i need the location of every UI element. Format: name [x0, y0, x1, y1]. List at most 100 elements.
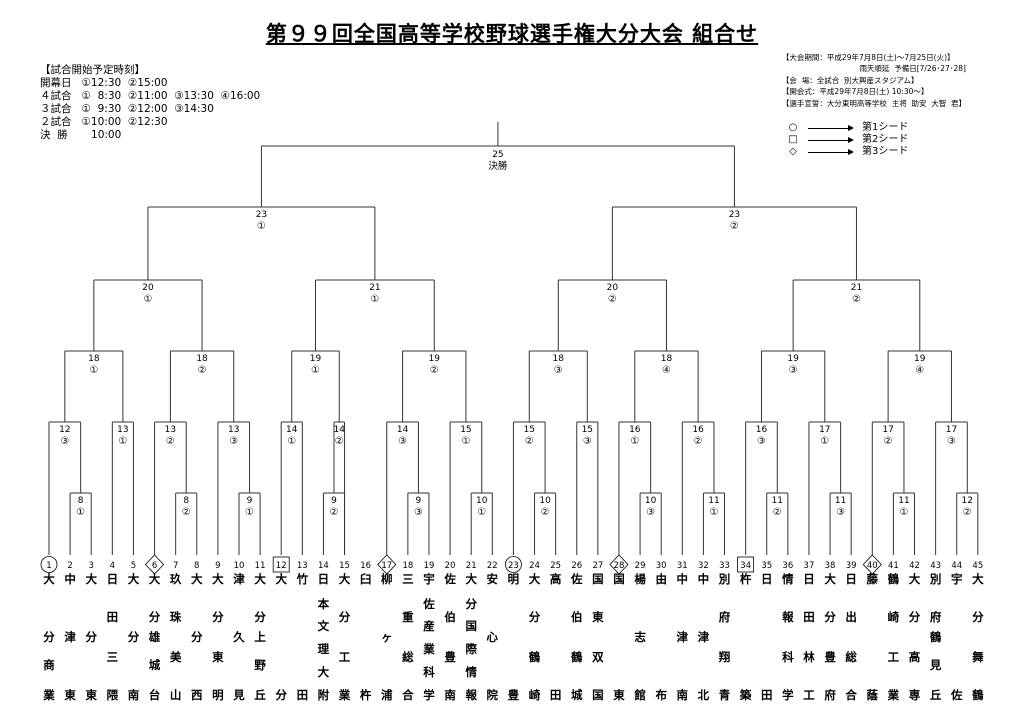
match-number: 25	[492, 150, 503, 160]
team-name-char: 杵	[740, 572, 752, 586]
team-number: 17	[381, 561, 392, 571]
team-name-char: 豊	[824, 650, 836, 664]
team-number: 39	[846, 561, 857, 571]
final-label: 決勝	[488, 160, 508, 172]
team-name-char: 藤	[867, 572, 879, 586]
match-number: 11	[835, 496, 846, 506]
team-name-char: 高	[909, 650, 921, 664]
team-number: 35	[761, 561, 772, 571]
team-name-char: 際	[465, 642, 477, 656]
match-number: 15	[582, 425, 593, 435]
team-name-char: 久	[232, 630, 245, 644]
info-period: 【大会期間：平成29年7月8日(土)～7月25日(火)】	[781, 53, 955, 62]
team-name-char: 山	[170, 688, 182, 702]
match-slot: ③	[414, 507, 423, 518]
match-number: 14	[286, 425, 298, 435]
team-name-char: 東	[613, 688, 625, 702]
diamond-seed-icon: ◇	[789, 146, 797, 157]
match-number: 23	[256, 210, 267, 220]
team-name-char: 柳	[381, 572, 393, 586]
team-name-char: 三	[402, 572, 414, 586]
match-slot: ①	[257, 221, 266, 232]
team-number: 20	[445, 561, 456, 571]
legend-label: 第2シード	[862, 134, 909, 145]
team-name-char: 業	[42, 688, 55, 702]
team-name-char: 総	[402, 650, 414, 664]
team-name-char: 東	[212, 650, 224, 664]
team-name-char: 本	[318, 597, 330, 611]
match-number: 17	[819, 425, 830, 435]
team-number: 45	[972, 561, 983, 571]
team-name-char: 合	[845, 688, 857, 702]
match-slot: ③	[398, 436, 407, 447]
team-number: 21	[466, 561, 477, 571]
match-number: 18	[553, 354, 565, 364]
match-number: 18	[661, 354, 673, 364]
team-number: 31	[677, 561, 688, 571]
match-slot: ④	[915, 365, 924, 376]
team-number: 19	[424, 561, 435, 571]
team-name-char: 国	[465, 619, 477, 633]
match-number: 20	[142, 283, 154, 293]
team-number: 13	[297, 561, 308, 571]
team-name-char: 築	[739, 688, 752, 702]
team-name-char: 分	[824, 610, 836, 624]
team-name-char: 国	[592, 572, 604, 586]
match-slot: ①	[477, 507, 486, 518]
match-slot: ②	[166, 436, 175, 447]
team-number: 8	[194, 561, 199, 571]
match-slot: ②	[330, 507, 339, 518]
team-name-char: 大	[191, 572, 203, 586]
arrow-right-icon	[806, 122, 856, 134]
match-slot: ④	[662, 365, 671, 376]
legend-item: □ 第2シード	[786, 134, 908, 146]
team-name-char: 鶴	[888, 572, 900, 586]
team-name-char: 鶴	[972, 688, 984, 702]
team-name-char: 情	[781, 572, 794, 586]
team-name-char: 府	[930, 610, 942, 624]
team-number: 26	[571, 561, 582, 571]
team-name-char: 大	[909, 572, 921, 586]
match-slot: ②	[963, 507, 972, 518]
team-name-char: 報	[465, 688, 477, 702]
match-number: 18	[196, 354, 208, 364]
team-number: 11	[255, 561, 266, 571]
team-name-char: 明	[508, 572, 520, 586]
arrow-right-icon	[806, 134, 856, 146]
match-slot: ①	[630, 436, 639, 447]
match-slot: ①	[311, 365, 320, 376]
team-name-char: 商	[43, 658, 55, 672]
match-number: 13	[117, 425, 128, 435]
team-name-char: 情	[464, 665, 477, 679]
schedule-row: ２試合 ①10:00 ②12:30	[40, 116, 168, 128]
team-name-char: 分	[191, 630, 203, 644]
match-number: 9	[247, 496, 253, 506]
team-name-char: 豊	[444, 650, 456, 664]
team-name-char: 業	[422, 642, 435, 656]
team-name-char: 舞	[972, 650, 984, 664]
team-name-char: 出	[845, 610, 857, 624]
match-number: 14	[334, 425, 346, 435]
legend-item: ○ 第1シード	[786, 122, 909, 134]
legend-label: 第3シード	[862, 146, 909, 157]
team-name-char: 見	[929, 658, 942, 672]
team-name-char: 宇	[951, 572, 963, 586]
team-name-char: 大	[149, 572, 161, 586]
team-name-char: 臼	[360, 572, 372, 586]
team-name-char: 業	[887, 688, 900, 702]
team-name-char: 蔭	[867, 688, 879, 702]
team-name-char: 府	[824, 688, 836, 702]
team-name-char: 玖	[170, 572, 182, 586]
team-name-char: 分	[43, 630, 55, 644]
match-number: 21	[369, 283, 380, 293]
match-slot: ①	[118, 436, 127, 447]
team-name-char: 専	[909, 688, 921, 702]
team-name-char: 津	[677, 630, 689, 644]
square-seed-icon	[737, 556, 755, 573]
team-name-char: 青	[719, 688, 731, 702]
match-number: 11	[708, 496, 719, 506]
match-slot: ①	[820, 436, 829, 447]
team-name-char: 城	[149, 658, 161, 672]
team-name-char: 日	[318, 572, 330, 586]
schedule-row: 開幕日 ①12:30 ②15:00	[40, 77, 168, 89]
